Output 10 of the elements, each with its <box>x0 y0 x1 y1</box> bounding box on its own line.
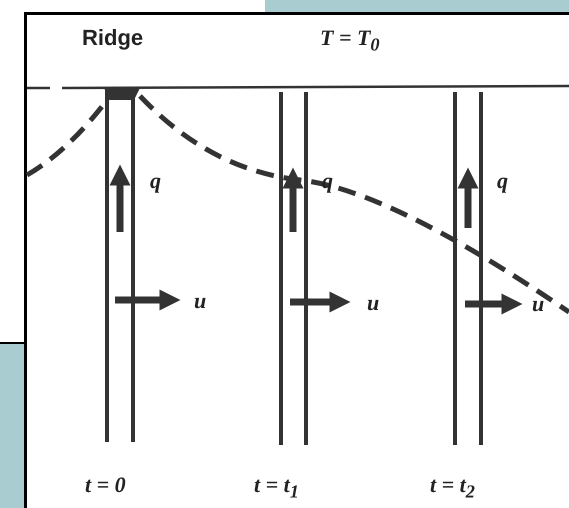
velocity-label: u <box>367 292 380 314</box>
heat-flow-label: q <box>150 170 161 192</box>
time-label: t = 0 <box>85 474 126 496</box>
velocity-label: u <box>532 293 544 315</box>
velocity-label: u <box>194 290 206 312</box>
temperature-label: T = T$_{0}$ <box>320 27 380 54</box>
ridge-label: Ridge <box>82 27 144 49</box>
heat-flow-label: q <box>497 170 508 192</box>
time-label: t = t$_{2}$ <box>430 474 475 501</box>
time-label: t = t$_{1}$ <box>254 474 299 501</box>
